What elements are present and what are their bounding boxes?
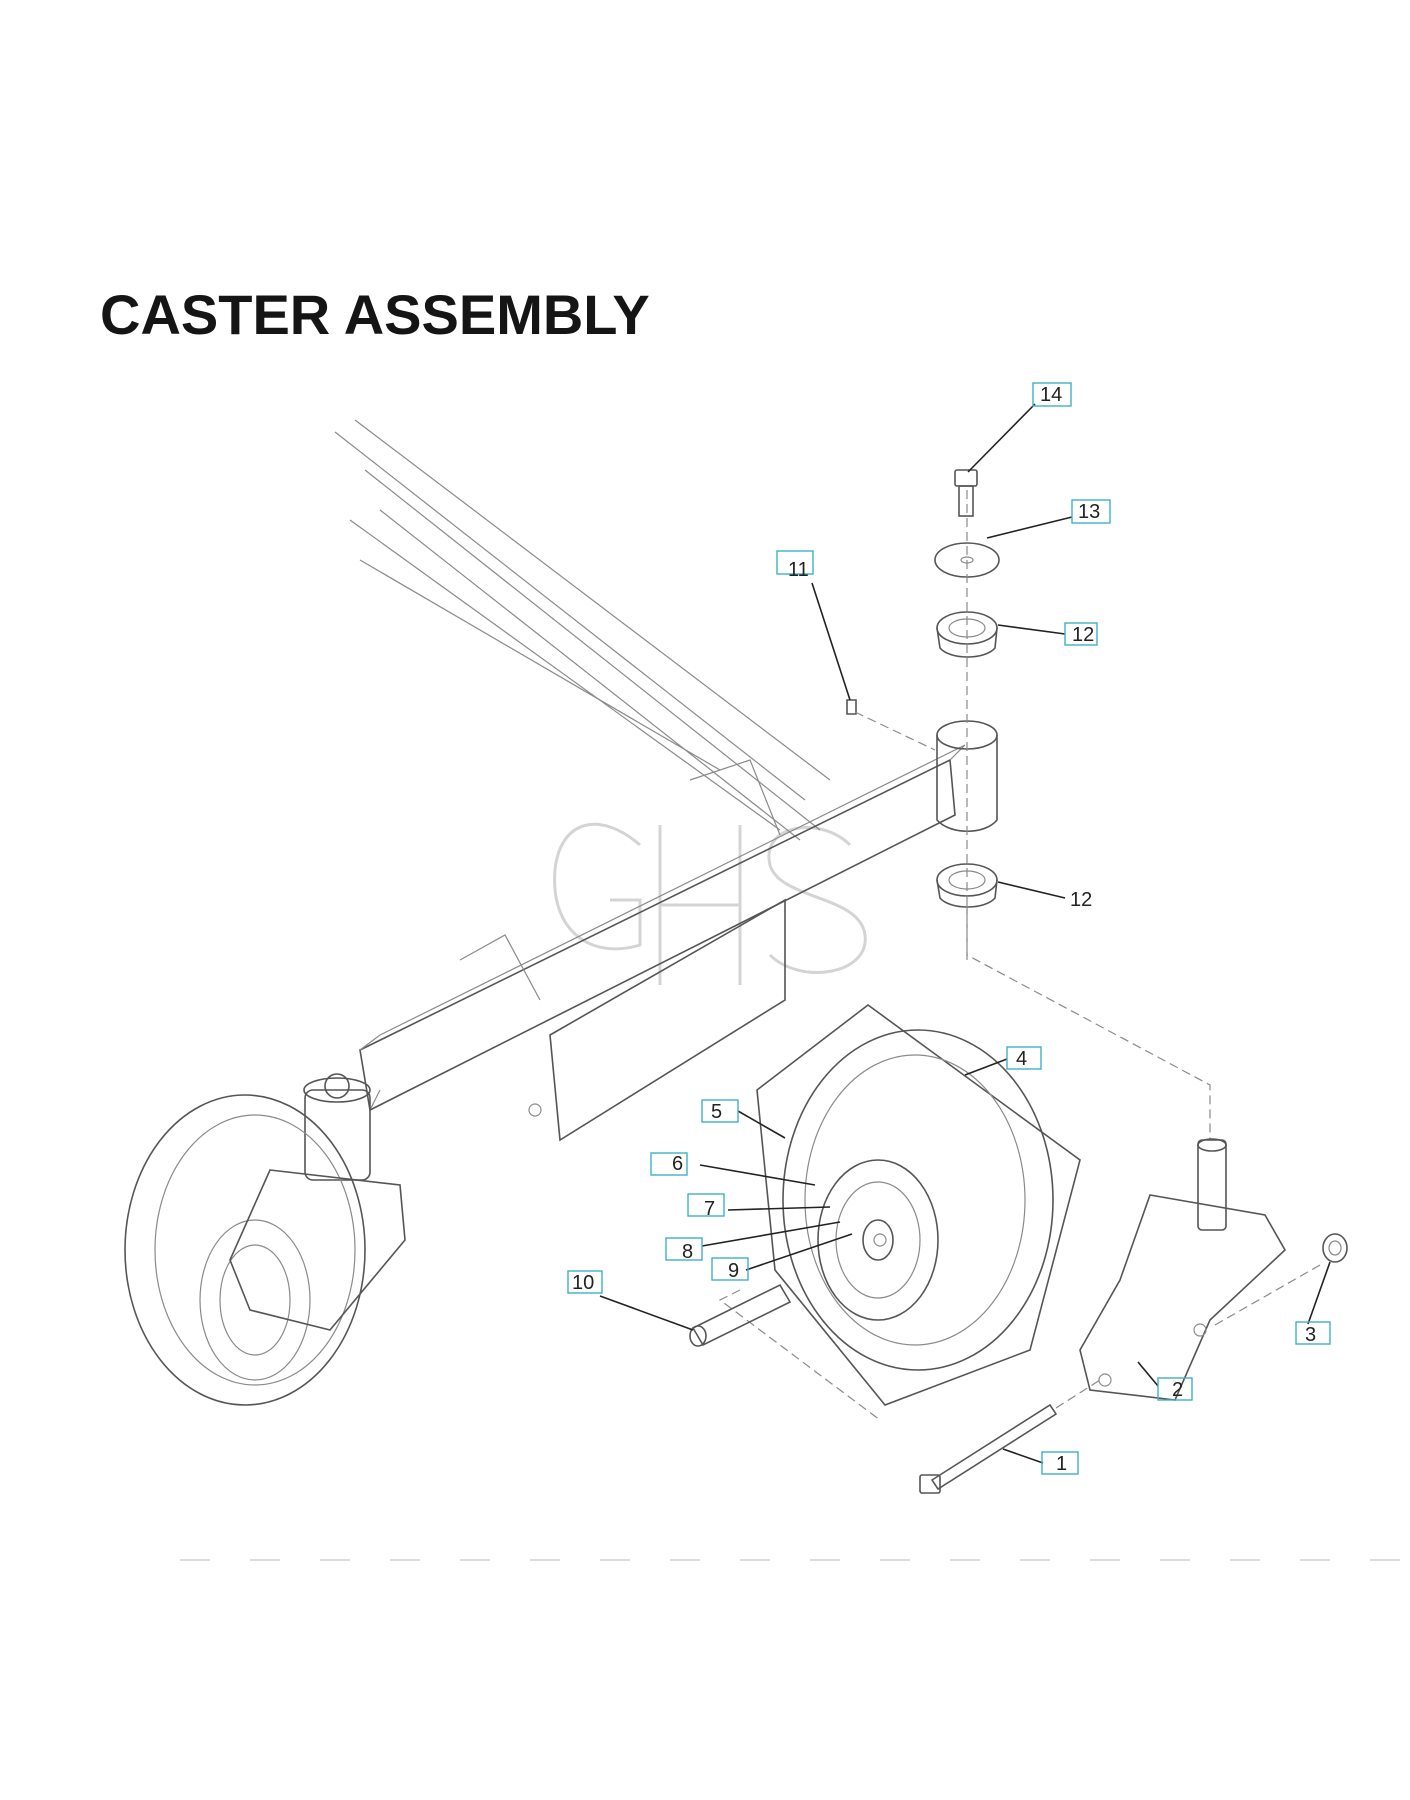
callout-12-top-box — [1064, 622, 1098, 646]
watermark-logo — [553, 822, 867, 985]
callout-12-bottom-label: 12 — [1070, 889, 1092, 911]
callout-5-box — [701, 1099, 739, 1123]
callout-4-label: 4 — [1016, 1048, 1027, 1070]
callout-9-box — [711, 1257, 749, 1281]
callout-10: 10 — [567, 1270, 603, 1294]
callout-4: 4 — [1006, 1046, 1042, 1070]
callout-1-label: 1 — [1056, 1453, 1067, 1475]
callout-9: 9 — [711, 1257, 749, 1282]
callout-11: 11 — [776, 550, 814, 581]
callout-2: 2 — [1157, 1377, 1193, 1401]
callout-12-bottom: 12 — [1070, 889, 1092, 911]
callout-3-box — [1295, 1321, 1331, 1345]
pivot-hardware — [846, 469, 1211, 1140]
callout-10-box — [567, 1270, 603, 1294]
callout-11-box — [776, 550, 814, 575]
callout-9-label: 9 — [728, 1260, 739, 1282]
axle-bolt — [919, 1264, 1321, 1494]
callout-14-label: 14 — [1040, 384, 1062, 406]
left-caster-wheel — [124, 1073, 406, 1406]
callout-13-box — [1071, 499, 1111, 524]
callout-4-box — [1006, 1046, 1042, 1070]
leader-lines — [599, 403, 1331, 1464]
callout-14: 14 — [1032, 382, 1072, 407]
callout-12-top: 12 — [1064, 622, 1098, 646]
cross-tube — [359, 744, 966, 1112]
callout-7-label: 7 — [704, 1198, 715, 1220]
callout-6-box — [650, 1152, 688, 1176]
callout-13-label: 13 — [1078, 501, 1100, 523]
callout-13: 13 — [1071, 499, 1111, 524]
callout-3: 3 — [1295, 1321, 1331, 1346]
callout-12-top-label: 12 — [1072, 624, 1094, 646]
spacer-tube — [689, 1283, 792, 1347]
callout-7: 7 — [687, 1193, 725, 1220]
callout-5-label: 5 — [711, 1101, 722, 1123]
callout-8: 8 — [665, 1237, 703, 1263]
callout-1-box — [1041, 1451, 1079, 1475]
frame-rails — [334, 419, 831, 841]
callout-2-label: 2 — [1172, 1379, 1183, 1401]
callout-5: 5 — [701, 1099, 739, 1123]
callout-8-box — [665, 1237, 703, 1261]
lock-nut — [1322, 1233, 1348, 1263]
callout-7-box — [687, 1193, 725, 1217]
callout-6: 6 — [650, 1152, 688, 1176]
callout-14-box — [1032, 382, 1072, 407]
caster-fork — [1079, 1138, 1287, 1401]
callout-3-label: 3 — [1305, 1324, 1316, 1346]
page-title: CASTER ASSEMBLY — [100, 283, 650, 346]
deck-plate — [459, 759, 786, 1142]
callout-8-label: 8 — [682, 1241, 693, 1263]
callout-1: 1 — [1041, 1451, 1079, 1475]
callout-2-box — [1157, 1377, 1193, 1401]
callout-11-label: 11 — [788, 559, 809, 581]
callout-6-label: 6 — [672, 1153, 683, 1175]
exploded-wheel — [718, 1004, 1081, 1421]
callout-10-label: 10 — [572, 1272, 594, 1294]
